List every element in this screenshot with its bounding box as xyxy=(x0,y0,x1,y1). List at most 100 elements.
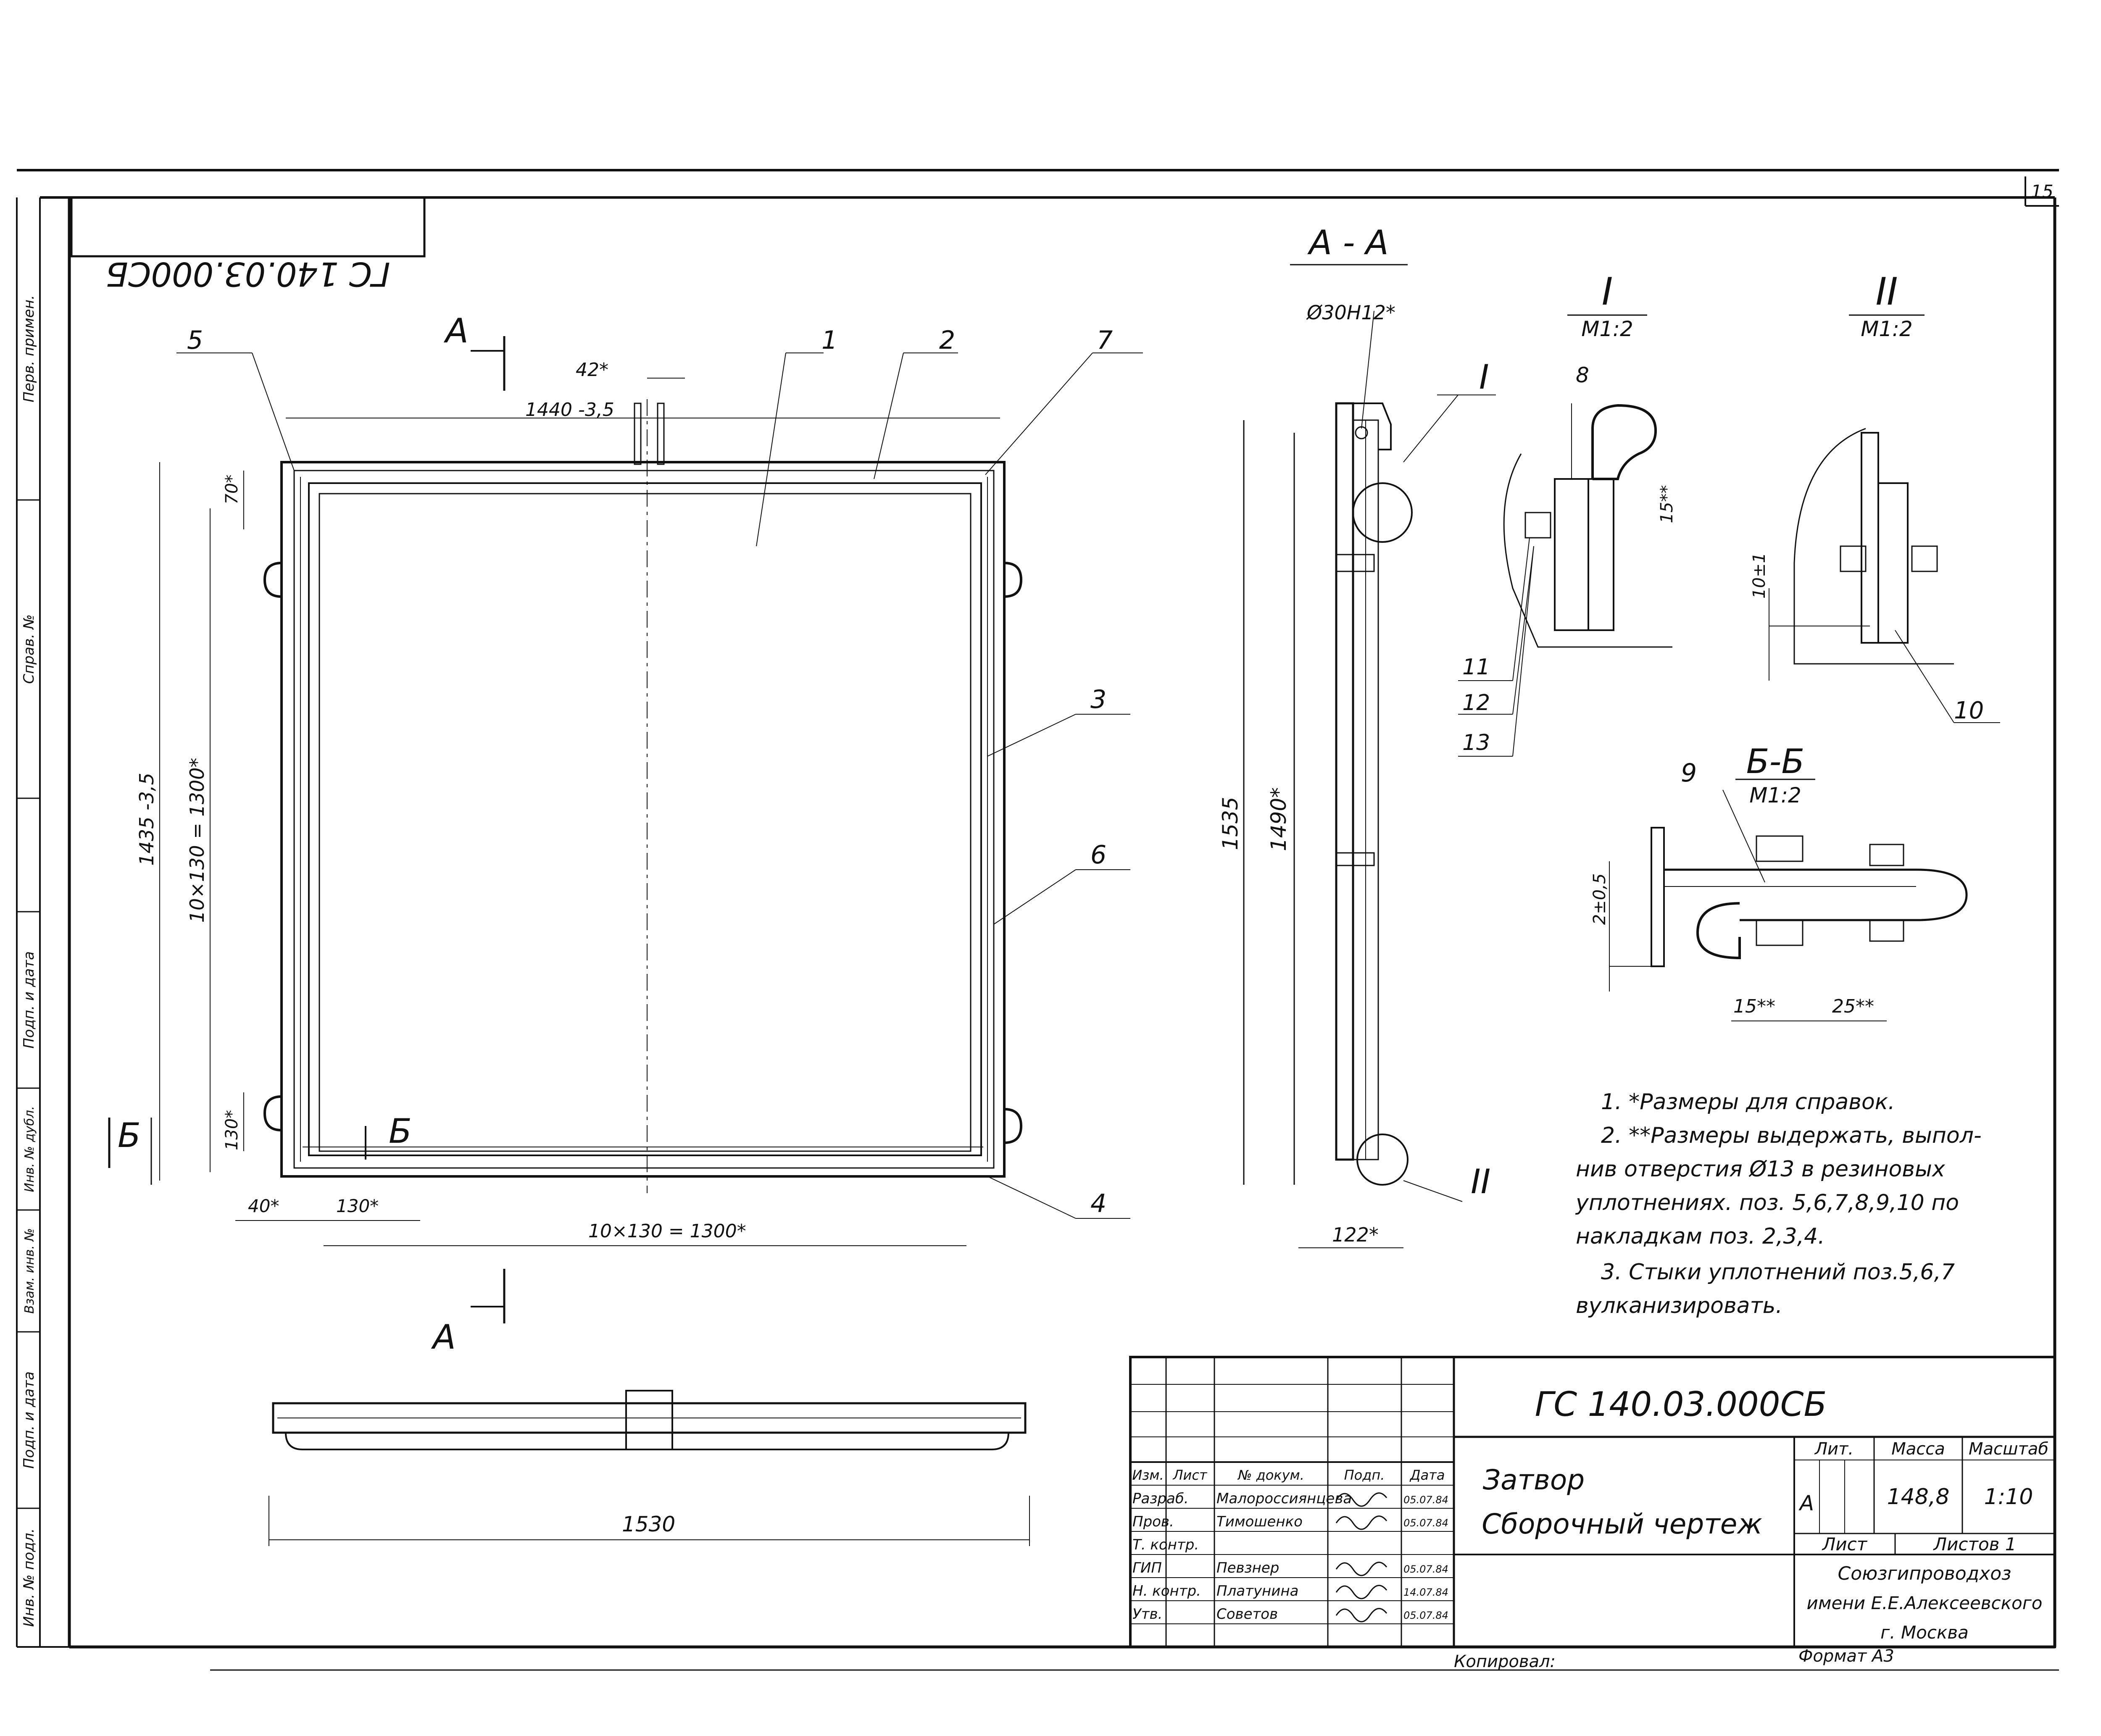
dim-hole: Ø30Н12* xyxy=(1306,301,1395,324)
header-doc: № докум. xyxy=(1237,1467,1304,1483)
signature xyxy=(1335,1492,1388,1507)
role: ГИП xyxy=(1132,1560,1162,1576)
dim-side-height-2: 1490* xyxy=(1266,787,1291,851)
main-view xyxy=(108,336,1143,1323)
note-line: уплотнениях. поз. 5,6,7,8,9,10 по xyxy=(1575,1190,1959,1215)
section-BB-d1: 15** xyxy=(1733,996,1775,1017)
lit-value: А xyxy=(1798,1491,1814,1515)
header-list: Лист xyxy=(1172,1467,1207,1483)
detail-I-dim: 15** xyxy=(1657,485,1677,523)
margin-label: Подп. и дата xyxy=(21,951,37,1049)
margin-label: Инв. № подл. xyxy=(21,1528,37,1627)
sign-date: 05.07.84 xyxy=(1403,1494,1448,1506)
person-name: Советов xyxy=(1216,1606,1278,1623)
sign-date: 05.07.84 xyxy=(1403,1563,1448,1575)
detail-II-dim: 10±1 xyxy=(1750,552,1769,599)
detail-II-labels: II М1:2 10 10±1 xyxy=(1750,270,1984,724)
sign-date: 05.07.84 xyxy=(1403,1610,1448,1621)
side-view-labels: А - А Ø30Н12* 1535 1490* 122* I II xyxy=(1218,223,1490,1246)
section-BB-d2: 25** xyxy=(1832,996,1874,1017)
detail-mark-1: I xyxy=(1479,358,1489,397)
scale-label: Масштаб xyxy=(1969,1439,2048,1459)
dim-height-pitch: 10×130 = 1300* xyxy=(186,758,208,923)
mass-label: Масса xyxy=(1891,1439,1945,1459)
detail-II-title: II xyxy=(1875,270,1898,314)
dim-bottom-offset: 130* xyxy=(222,1110,242,1150)
role: Пров. xyxy=(1132,1513,1174,1530)
dim-side-height-1: 1535 xyxy=(1218,797,1243,850)
note-line: накладкам поз. 2,3,4. xyxy=(1576,1224,1825,1249)
detail-I-scale: М1:2 xyxy=(1581,317,1633,341)
callout-5: 5 xyxy=(187,326,203,355)
mass-value: 148,8 xyxy=(1887,1484,1950,1510)
note-line: вулканизировать. xyxy=(1576,1293,1782,1318)
section-mark-b-left: Б xyxy=(118,1116,141,1155)
margin-label: Подп. и дата xyxy=(21,1371,37,1469)
lit-label: Лит. xyxy=(1814,1439,1854,1459)
dim-top-offset: 70* xyxy=(222,475,242,505)
detail-mark-2: II xyxy=(1471,1162,1490,1201)
section-BB-labels: Б-Б М1:2 9 2±0,5 15** 25** xyxy=(1590,742,1874,1017)
detail-I-labels: I М1:2 8 11 12 13 15** xyxy=(1462,270,1677,755)
callout-11: 11 xyxy=(1462,655,1490,680)
dim-top-gap: 42* xyxy=(576,359,608,381)
callout-4: 4 xyxy=(1090,1189,1106,1218)
note-line: 2. **Размеры выдержать, выпол- xyxy=(1601,1123,1982,1148)
copied-by-label: Копировал: xyxy=(1454,1652,1556,1671)
note-line: 1. *Размеры для справок. xyxy=(1601,1089,1895,1115)
header-sign: Подп. xyxy=(1344,1467,1385,1483)
section-BB xyxy=(1609,779,1968,1021)
mirrored-doc-number: ГС 140.03.000СБ xyxy=(105,255,390,292)
sheets-label: Листов 1 xyxy=(1933,1534,2017,1555)
notes: 1. *Размеры для справок. 2. **Размеры вы… xyxy=(1575,1089,1982,1318)
callout-12: 12 xyxy=(1462,690,1490,715)
dim-side-width: 122* xyxy=(1332,1223,1379,1246)
signature xyxy=(1335,1585,1388,1599)
person-name: Певзнер xyxy=(1216,1560,1279,1576)
detail-I-title: I xyxy=(1602,270,1613,314)
scale-value: 1:10 xyxy=(1984,1484,2033,1510)
callout-3: 3 xyxy=(1090,685,1106,714)
person-name: Платунина xyxy=(1216,1583,1298,1599)
dim-top-width: 1440 -3,5 xyxy=(525,399,614,421)
header-izm: Изм. xyxy=(1132,1467,1164,1483)
role: Т. контр. xyxy=(1132,1536,1199,1553)
callout-6: 6 xyxy=(1090,840,1106,870)
bottom-view xyxy=(269,1390,1030,1546)
detail-I xyxy=(1458,314,1672,757)
detail-II-scale: М1:2 xyxy=(1861,317,1913,341)
drawing-name-2: Сборочный чертеж xyxy=(1482,1508,1762,1540)
dim-left-offset: 40* xyxy=(248,1196,279,1216)
section-mark-a-top: А xyxy=(443,311,469,350)
margin-label: Справ. № xyxy=(21,614,37,684)
page-number: 15 xyxy=(2031,181,2053,202)
detail-II xyxy=(1769,314,2000,723)
person-name: Малороссиянцева xyxy=(1216,1490,1352,1507)
signature xyxy=(1335,1562,1388,1576)
dim-pitch-bottom: 130* xyxy=(336,1196,379,1216)
mirrored-stamp: ГС 140.03.000СБ xyxy=(70,196,426,292)
title-block xyxy=(1129,1356,2056,1648)
doc-number: ГС 140.03.000СБ xyxy=(1535,1385,1827,1424)
signature xyxy=(1335,1515,1388,1530)
role: Утв. xyxy=(1132,1606,1162,1623)
callout-9: 9 xyxy=(1681,758,1697,788)
sign-date: 05.07.84 xyxy=(1403,1517,1448,1529)
note-line: 3. Стыки уплотнений поз.5,6,7 xyxy=(1601,1260,1955,1285)
callout-8: 8 xyxy=(1576,363,1589,387)
person-name: Тимошенко xyxy=(1216,1513,1303,1530)
org-name-2: имени Е.Е.Алексеевского xyxy=(1807,1593,2043,1613)
margin-label: Инв. № дубл. xyxy=(22,1106,37,1192)
signature xyxy=(1335,1608,1388,1623)
side-view-title: А - А xyxy=(1307,223,1388,262)
dim-bottom-length: 1530 xyxy=(622,1512,675,1536)
section-mark-a-bottom: А xyxy=(431,1318,456,1357)
callout-7: 7 xyxy=(1097,326,1113,355)
dim-height-overall: 1435 -3,5 xyxy=(135,773,158,865)
header-date: Дата xyxy=(1409,1467,1445,1483)
side-view xyxy=(1243,264,1496,1248)
section-mark-b-right: Б xyxy=(389,1112,412,1151)
section-BB-scale: М1:2 xyxy=(1749,783,1801,808)
